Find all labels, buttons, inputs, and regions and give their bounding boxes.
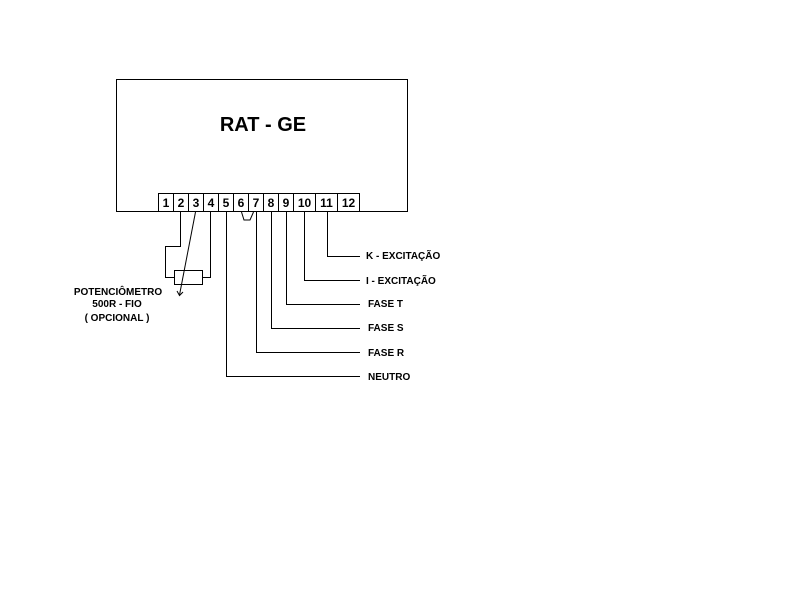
label-k-excitacao: K - EXCITAÇÃO xyxy=(366,249,440,262)
wire-terminal-3 xyxy=(179,211,196,296)
wire-terminal-4 xyxy=(202,212,211,278)
terminal-label-3: 3 xyxy=(193,196,200,210)
wire-fase-t xyxy=(286,212,360,305)
terminal-label-11: 11 xyxy=(320,196,333,210)
terminal-cell-12 xyxy=(337,193,360,212)
wire-fase-r xyxy=(256,212,360,353)
wire-fase-s xyxy=(271,212,360,329)
potentiometer-resistor xyxy=(174,270,203,285)
terminal-label-2: 2 xyxy=(178,196,185,210)
wire-neutro xyxy=(226,212,360,377)
terminal-label-4: 4 xyxy=(208,196,215,210)
label-fase-r: FASE R xyxy=(368,348,405,359)
potentiometer-wiring xyxy=(165,211,211,297)
wiper-arrow-icon xyxy=(176,290,184,297)
terminal-label-1: 1 xyxy=(163,196,170,210)
label-neutro: NEUTRO xyxy=(368,372,410,383)
terminal-label-12: 12 xyxy=(342,196,356,210)
label-i-excitacao: I - EXCITAÇÃO xyxy=(366,274,436,287)
terminal-label-10: 10 xyxy=(298,196,312,210)
potentiometer-label-line2: 500R - FIO xyxy=(92,299,142,310)
device-title: RAT - GE xyxy=(220,114,306,136)
potentiometer-label-line3: ( OPCIONAL ) xyxy=(85,313,150,324)
potentiometer-label-line1: POTENCIÔMETRO xyxy=(74,285,163,298)
label-fase-s: FASE S xyxy=(368,323,404,334)
terminal-label-5: 5 xyxy=(223,196,230,210)
terminal-label-8: 8 xyxy=(268,196,275,210)
wire-i-excitacao xyxy=(304,212,360,281)
jumper-6-7 xyxy=(241,211,254,221)
device-box xyxy=(116,79,408,212)
terminal-strip: 1 2 3 4 5 6 7 8 9 10 11 12 xyxy=(158,193,360,212)
label-fase-t: FASE T xyxy=(368,299,403,310)
wire-terminal-2 xyxy=(165,212,181,278)
terminal-label-6: 6 xyxy=(238,196,245,210)
terminal-label-9: 9 xyxy=(283,196,290,210)
terminal-label-7: 7 xyxy=(253,196,260,210)
wire-k-excitacao xyxy=(327,212,360,257)
